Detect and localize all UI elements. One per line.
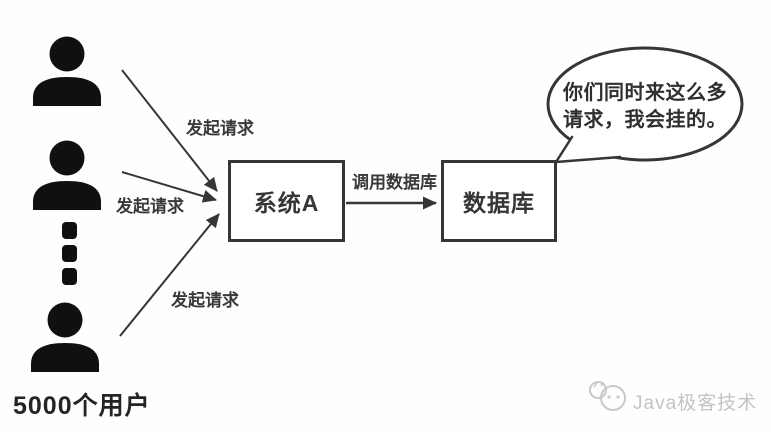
request-label-3: 发起请求 xyxy=(171,291,239,310)
request-label-2: 发起请求 xyxy=(116,197,184,216)
system-a-node: 系统A xyxy=(228,160,345,242)
user-icon-2 xyxy=(33,140,101,210)
watermark-text: Java极客技术 xyxy=(633,393,758,414)
database-node: 数据库 xyxy=(441,160,557,242)
watermark-logo-icon xyxy=(589,381,626,411)
request-label-1: 发起请求 xyxy=(186,119,254,138)
more-users-ellipsis-icon xyxy=(62,222,77,285)
speech-bubble-tail xyxy=(554,134,622,164)
speech-bubble-text: 你们同时来这么多 请求，我会挂的。 xyxy=(563,80,739,134)
request-arrow-2 xyxy=(121,171,217,203)
users-count-label: 5000个用户 xyxy=(13,392,151,420)
user-icon-3 xyxy=(31,302,99,372)
system-a-label: 系统A xyxy=(253,190,320,216)
request-arrow-1 xyxy=(121,69,218,192)
request-arrow-3 xyxy=(119,213,220,337)
speech-bubble xyxy=(546,46,744,162)
db-call-label: 调用数据库 xyxy=(352,173,437,192)
speech-bubble-line-1: 你们同时来这么多 xyxy=(563,82,727,104)
speech-bubble-line-2: 请求，我会挂的。 xyxy=(563,109,727,131)
database-label: 数据库 xyxy=(463,190,535,216)
user-icon-1 xyxy=(33,36,101,106)
